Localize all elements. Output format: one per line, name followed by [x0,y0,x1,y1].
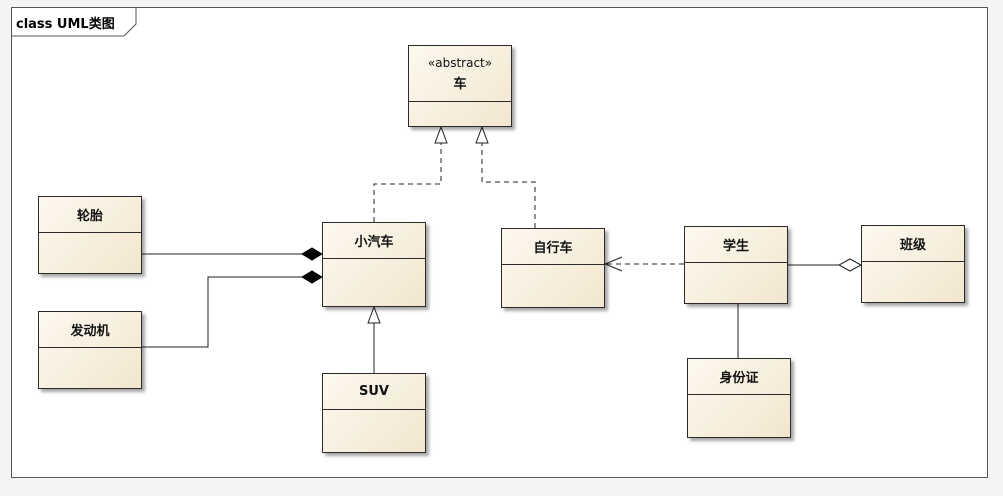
sedan-realizes-car [373,125,448,222]
class-engine[interactable]: 发动机 [38,311,142,389]
student-dependency-bicycle [603,256,684,272]
class-sedan-name: 小汽车 [354,235,394,250]
class-bicycle-header: 自行车 [502,229,604,265]
tire-composition-sedan [142,247,323,261]
class-sedan-header: 小汽车 [323,223,425,259]
class-car-header: «abstract» 车 [409,46,511,102]
class-sedan[interactable]: 小汽车 [322,222,426,307]
title-tab-outline [11,7,137,37]
class-id-card-name: 身份证 [719,371,759,386]
class-tire-header: 轮胎 [39,197,141,233]
class-car[interactable]: «abstract» 车 [408,45,512,127]
class-car-stereotype: «abstract» [427,55,493,70]
engine-composition-sedan [142,270,323,348]
suv-generalization-sedan [367,305,381,373]
class-student-header: 学生 [685,227,787,263]
class-tire-name: 轮胎 [76,209,103,224]
class-class-group[interactable]: 班级 [861,225,965,303]
class-student-name: 学生 [722,239,749,254]
class-bicycle[interactable]: 自行车 [501,228,605,308]
student-aggregation-class [788,258,863,272]
class-suv-header: SUV [323,374,425,410]
class-engine-name: 发动机 [70,324,110,339]
class-class-group-header: 班级 [862,226,964,262]
diagram-title: class UML类图 [16,17,115,32]
class-id-card-header: 身份证 [688,359,790,395]
class-bicycle-name: 自行车 [533,241,573,256]
class-suv-name: SUV [359,384,389,399]
class-tire[interactable]: 轮胎 [38,196,142,274]
class-suv[interactable]: SUV [322,373,426,453]
class-id-card[interactable]: 身份证 [687,358,791,438]
class-class-group-name: 班级 [899,238,926,253]
class-student[interactable]: 学生 [684,226,788,304]
class-engine-header: 发动机 [39,312,141,348]
bicycle-realizes-car [475,125,536,228]
class-car-name: 车 [453,76,467,92]
